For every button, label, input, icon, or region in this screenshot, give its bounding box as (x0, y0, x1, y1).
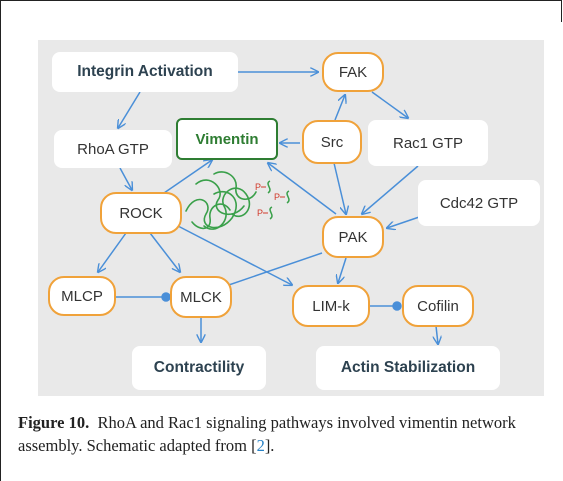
caption-label: Figure 10. (18, 413, 90, 432)
node-mlck: MLCK (170, 276, 232, 318)
node-limk: LIM-k (292, 285, 370, 327)
phosphorylated-vimentin: P P P (255, 180, 290, 220)
arrow-rock-to-mlck (149, 232, 180, 272)
inhibition-links (116, 292, 402, 311)
inhibit-mlcp-to-mlck-end (161, 292, 171, 302)
caption-reference-link[interactable]: 2 (256, 436, 265, 455)
figure-frame-left (0, 0, 1, 481)
phospho-label-1: P (255, 182, 261, 192)
arrow-rac1-to-pak (362, 165, 419, 214)
arrow-src-to-fak (334, 95, 345, 121)
node-cofilin: Cofilin (402, 285, 474, 327)
arrow-pak-to-vimentin (268, 163, 337, 215)
arrow-rhoa-to-rock (119, 167, 132, 190)
phospho-group-3: P (257, 206, 273, 220)
figure-frame-top (0, 0, 562, 1)
arrow-rock-to-limk (177, 225, 292, 285)
node-pak: PAK (322, 216, 384, 258)
node-contractility: Contractility (132, 346, 266, 390)
caption-text: RhoA and Rac1 signaling pathways involve… (18, 413, 516, 455)
arrow-src-to-pak (333, 162, 346, 214)
arrow-fak-to-rac1 (371, 91, 408, 118)
phospho-label-3: P (257, 208, 263, 218)
phospho-group-2: P (274, 190, 290, 204)
node-actin-stabilization: Actin Stabilization (316, 346, 500, 390)
inhibit-limk-to-cofilin-end (392, 301, 402, 311)
caption-text-end: ]. (264, 436, 275, 455)
node-cdc42-gtp: Cdc42 GTP (418, 180, 540, 226)
node-integrin-activation: Integrin Activation (52, 52, 238, 92)
node-mlcp: MLCP (48, 276, 116, 316)
arrow-integrin-to-rhoa (118, 91, 141, 128)
node-rock: ROCK (100, 192, 182, 234)
node-rac1-gtp: Rac1 GTP (368, 120, 488, 166)
vimentin-filaments (185, 171, 257, 230)
phospho-group-1: P (255, 180, 271, 194)
activation-arrows (98, 72, 438, 344)
figure-caption: Figure 10. RhoA and Rac1 signaling pathw… (18, 411, 548, 457)
node-vimentin: Vimentin (176, 118, 278, 160)
arrow-cofilin-to-actin (436, 325, 438, 344)
node-rhoa-gtp: RhoA GTP (54, 130, 172, 168)
node-src: Src (302, 120, 362, 164)
figure-frame-right (561, 0, 562, 22)
arrow-rock-to-vimentin (163, 160, 212, 194)
arrow-rock-to-mlcp (98, 232, 127, 272)
phospho-label-2: P (274, 192, 280, 202)
arrow-pak-to-mlck (220, 252, 323, 288)
arrow-pak-to-limk (338, 257, 347, 283)
node-fak: FAK (322, 52, 384, 92)
